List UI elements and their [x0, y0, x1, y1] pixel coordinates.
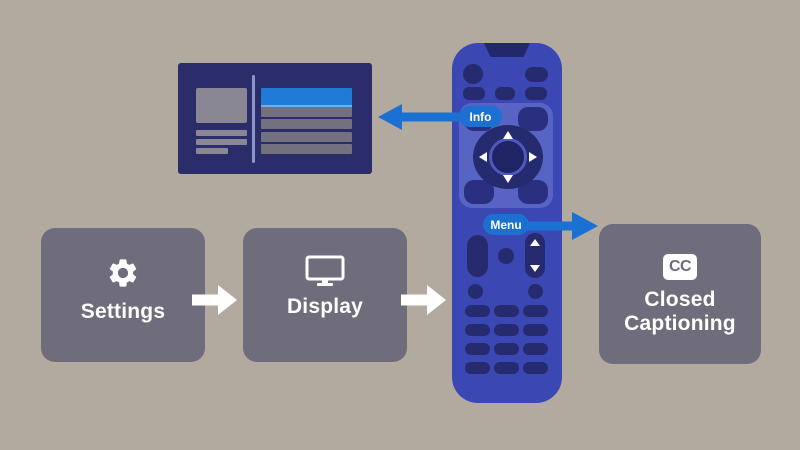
tv-text-line [196, 139, 247, 145]
display-label: Display [286, 295, 364, 318]
remote-button [525, 87, 547, 100]
volume-rocker [467, 235, 488, 277]
channel-rocker [525, 233, 545, 278]
keypad-row [465, 343, 548, 355]
dpad-down-icon [503, 175, 513, 183]
number-keypad [465, 305, 548, 374]
power-button [463, 64, 483, 84]
tv-selected-menu-row [261, 88, 352, 108]
keypad-button [465, 305, 490, 317]
ok-button [489, 138, 527, 176]
dpad [473, 125, 543, 189]
keypad-button [465, 324, 490, 336]
tv-menu-row [261, 144, 352, 154]
remote-button [463, 87, 485, 100]
mute-button [498, 248, 514, 264]
flow-arrow-right-icon [401, 285, 446, 315]
menu-callout-pill: Menu [483, 214, 529, 235]
keypad-button [465, 362, 490, 374]
remote-button [525, 67, 548, 82]
keypad-button [523, 305, 548, 317]
channel-up-icon [530, 239, 540, 246]
tv-menu-row [261, 119, 352, 129]
dpad-right-icon [529, 152, 537, 162]
step-display: Display [243, 228, 407, 362]
cc-badge-icon: CC [663, 254, 697, 280]
keypad-button [494, 305, 519, 317]
tv-screen-mockup [178, 63, 372, 174]
remote-button [468, 284, 483, 299]
closed-captioning-label: Closed Captioning [624, 288, 736, 336]
tv-menu-divider [252, 75, 255, 163]
gear-icon [109, 259, 137, 287]
step-closed-captioning: CC Closed Captioning [599, 224, 761, 364]
keypad-button [494, 324, 519, 336]
keypad-row [465, 324, 548, 336]
info-callout-pill: Info [459, 106, 502, 127]
keypad-button [523, 343, 548, 355]
keypad-button [523, 324, 548, 336]
channel-down-icon [530, 265, 540, 272]
keypad-button [523, 362, 548, 374]
tv-text-line [196, 130, 247, 136]
keypad-button [494, 362, 519, 374]
keypad-row [465, 362, 548, 374]
tv-menu-row [261, 107, 352, 117]
settings-label: Settings [80, 300, 166, 323]
remote-corner-button [518, 107, 548, 131]
tv-thumbnail [196, 88, 247, 123]
keypad-button [465, 343, 490, 355]
closed-captioning-line1: Closed [644, 288, 716, 311]
keypad-row [465, 305, 548, 317]
keypad-button [494, 343, 519, 355]
closed-captioning-line2: Captioning [624, 312, 736, 336]
remote-ir-window [484, 43, 530, 57]
remote-button [528, 284, 543, 299]
remote-control [452, 43, 562, 403]
tv-text-line [196, 148, 228, 154]
info-callout-arrow-icon [378, 104, 464, 130]
flow-arrow-right-icon [192, 285, 237, 315]
step-settings: Settings [41, 228, 205, 362]
menu-callout-arrow-icon [516, 212, 598, 240]
dpad-left-icon [479, 152, 487, 162]
monitor-icon [305, 255, 345, 286]
tv-menu-row [261, 132, 352, 142]
dpad-up-icon [503, 131, 513, 139]
remote-button [495, 87, 515, 100]
